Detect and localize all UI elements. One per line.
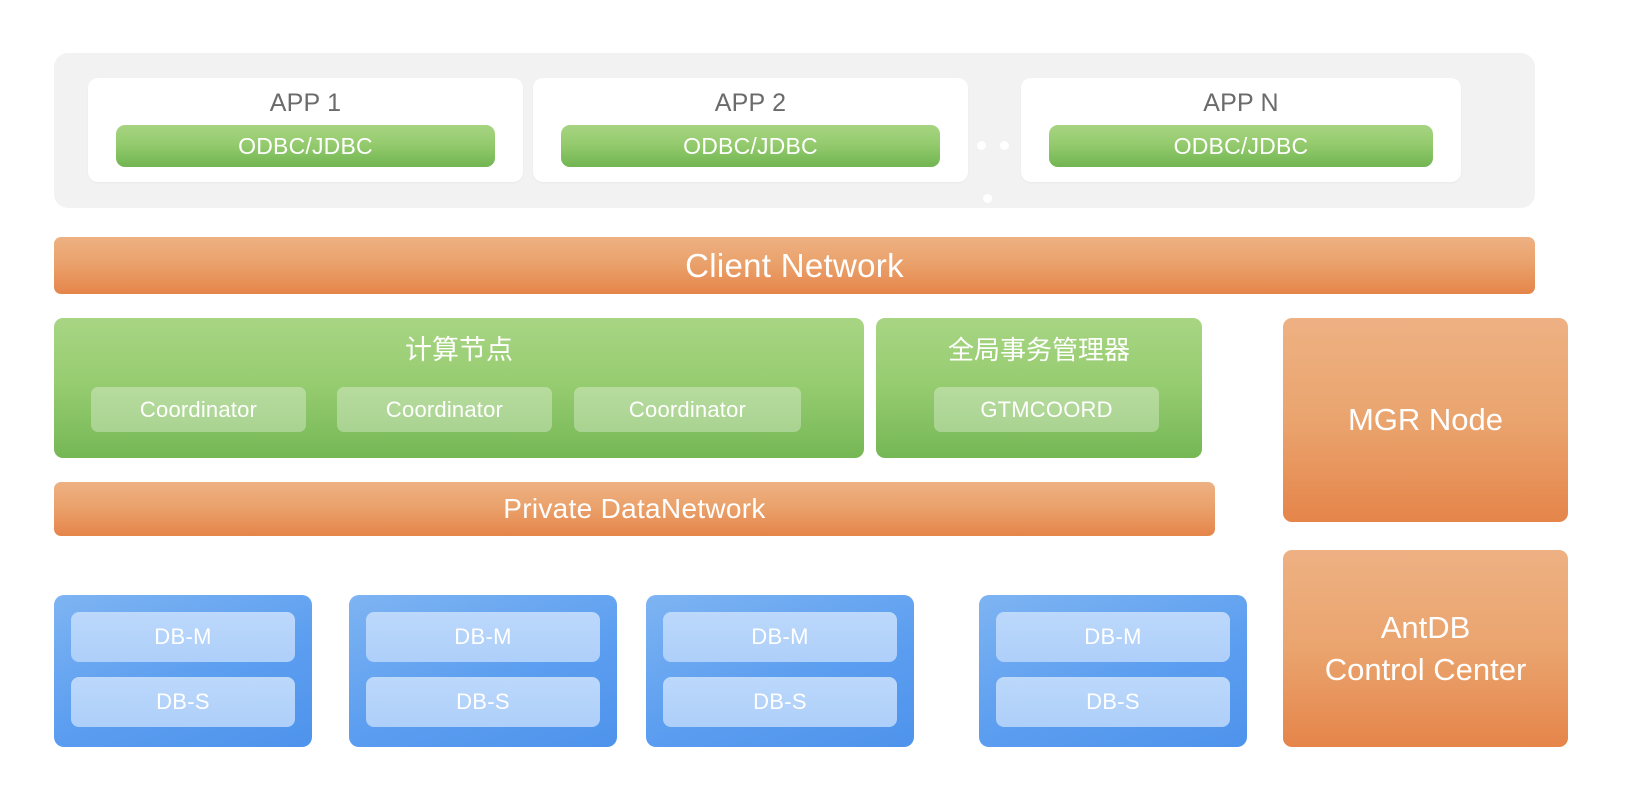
db-master-chip[interactable]: DB-M [996,612,1230,662]
global-transaction-manager-block: 全局事务管理器 GTMCOORD [876,318,1202,458]
database-group-3: DB-M DB-S [646,595,914,747]
db-master-chip[interactable]: DB-M [366,612,600,662]
db-slave-chip[interactable]: DB-S [996,677,1230,727]
app-card-1[interactable]: APP 1 ODBC/JDBC [88,78,523,182]
client-network-bar: Client Network [54,237,1535,294]
gtm-title: 全局事务管理器 [947,336,1130,366]
app-card-2-driver-chip[interactable]: ODBC/JDBC [561,125,940,167]
ellipsis-dot-icon [983,194,992,203]
compute-node-block: 计算节点 Coordinator Coordinator Coordinator [54,318,864,458]
app-card-n-title: APP N [1203,89,1279,117]
db-slave-chip[interactable]: DB-S [366,677,600,727]
private-data-network-bar: Private DataNetwork [54,482,1215,536]
ellipsis-dot-icon [977,141,986,150]
control-center-line-1: AntDB [1380,609,1471,645]
coordinator-chip-3[interactable]: Coordinator [574,387,801,432]
db-slave-chip[interactable]: DB-S [663,677,897,727]
gtmcoord-chip[interactable]: GTMCOORD [934,387,1159,432]
database-group-1: DB-M DB-S [54,595,312,747]
coordinator-chip-2[interactable]: Coordinator [337,387,552,432]
compute-node-title: 计算节点 [405,335,513,366]
ellipsis-dot-icon [1000,141,1009,150]
coordinator-chip-1[interactable]: Coordinator [91,387,306,432]
app-card-2[interactable]: APP 2 ODBC/JDBC [533,78,968,182]
app-card-2-title: APP 2 [714,89,787,117]
database-group-2: DB-M DB-S [349,595,617,747]
db-master-chip[interactable]: DB-M [663,612,897,662]
app-card-n[interactable]: APP N ODBC/JDBC [1021,78,1461,182]
mgr-node-panel: MGR Node [1283,318,1568,522]
db-master-chip[interactable]: DB-M [71,612,295,662]
antdb-control-center-panel: AntDB Control Center [1283,550,1568,747]
app-card-n-driver-chip[interactable]: ODBC/JDBC [1049,125,1433,167]
application-tier-panel: APP 1 ODBC/JDBC APP 2 ODBC/JDBC APP N OD… [54,53,1535,208]
database-group-4: DB-M DB-S [979,595,1247,747]
app-card-1-title: APP 1 [269,89,342,117]
control-center-line-2: Control Center [1324,651,1527,687]
app-card-1-driver-chip[interactable]: ODBC/JDBC [116,125,495,167]
db-slave-chip[interactable]: DB-S [71,677,295,727]
